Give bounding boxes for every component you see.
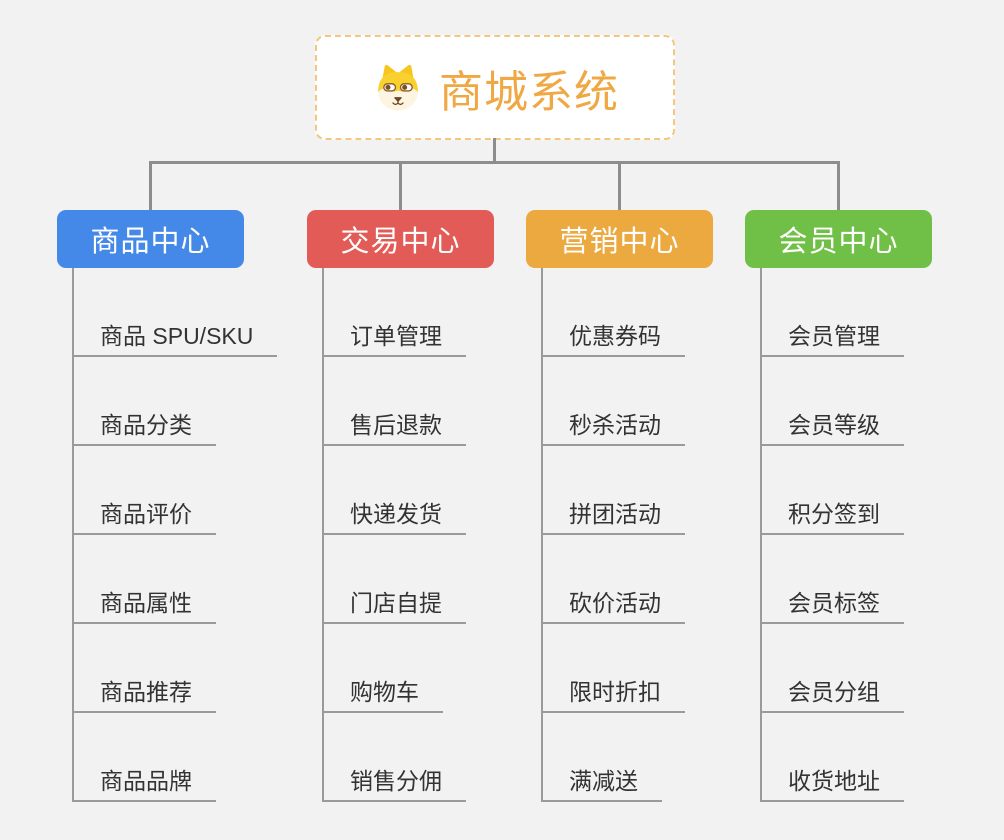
leaf-limited-time-discount[interactable]: 限时折扣: [541, 677, 685, 713]
connector-stub-product: [149, 161, 152, 210]
leaf-group-buy[interactable]: 拼团活动: [541, 499, 685, 535]
leaf-sales-commission[interactable]: 销售分佣: [322, 766, 466, 802]
connector-stub-member: [837, 161, 840, 210]
connector-horizontal-bar: [149, 161, 840, 164]
leaf-points-checkin[interactable]: 积分签到: [760, 499, 904, 535]
leaf-express-delivery[interactable]: 快递发货: [322, 499, 466, 535]
branch-node-marketing-center[interactable]: 营销中心: [526, 210, 713, 268]
leaf-member-level[interactable]: 会员等级: [760, 410, 904, 446]
dog-face-icon: [371, 63, 425, 113]
leaf-order-management[interactable]: 订单管理: [322, 321, 466, 357]
leaf-store-pickup[interactable]: 门店自提: [322, 588, 466, 624]
leaf-shipping-address[interactable]: 收货地址: [760, 766, 904, 802]
leaf-member-tag[interactable]: 会员标签: [760, 588, 904, 624]
leaf-flash-sale[interactable]: 秒杀活动: [541, 410, 685, 446]
leaf-after-sales-refund[interactable]: 售后退款: [322, 410, 466, 446]
leaf-product-attribute[interactable]: 商品属性: [72, 588, 216, 624]
connector-stub-marketing: [618, 161, 621, 210]
leaf-product-review[interactable]: 商品评价: [72, 499, 216, 535]
leaf-member-group[interactable]: 会员分组: [760, 677, 904, 713]
leaf-coupon-code[interactable]: 优惠券码: [541, 321, 685, 357]
branch-node-product-center[interactable]: 商品中心: [57, 210, 244, 268]
root-title: 商城系统: [439, 67, 619, 117]
leaf-product-recommend[interactable]: 商品推荐: [72, 677, 216, 713]
leaf-product-spu-sku[interactable]: 商品 SPU/SKU: [72, 321, 278, 357]
leaf-full-reduction[interactable]: 满减送: [541, 766, 662, 802]
branch-node-member-center[interactable]: 会员中心: [745, 210, 932, 268]
leaf-product-category[interactable]: 商品分类: [72, 410, 216, 446]
leaf-shopping-cart[interactable]: 购物车: [322, 677, 443, 713]
root-node[interactable]: 商城系统: [315, 35, 675, 140]
connector-root-stub: [493, 138, 496, 164]
connector-stub-trade: [399, 161, 402, 210]
leaf-product-brand[interactable]: 商品品牌: [72, 766, 216, 802]
leaf-bargain-activity[interactable]: 砍价活动: [541, 588, 685, 624]
branch-node-trade-center[interactable]: 交易中心: [307, 210, 494, 268]
leaf-member-management[interactable]: 会员管理: [760, 321, 904, 357]
